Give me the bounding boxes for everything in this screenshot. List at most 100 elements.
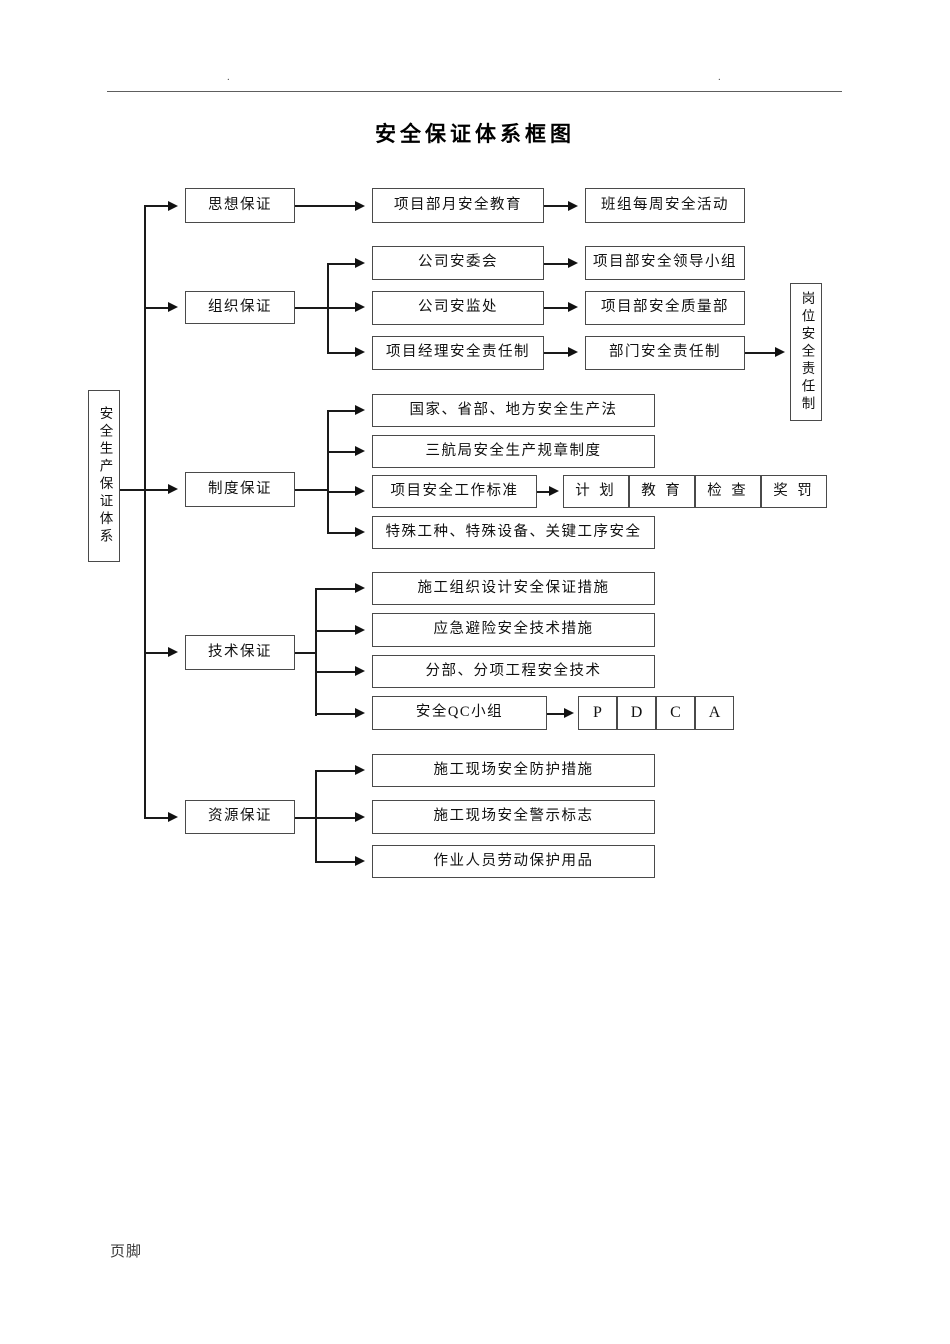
node-label: 三航局安全生产规章制度 [425,442,602,459]
link-2a [327,263,357,265]
link-2c2 [544,352,570,355]
branch-4-stem [144,652,170,654]
node-label: 计 划 [575,482,617,499]
link-2a2-arrow-icon [568,258,578,268]
node-label: 项目部安全领导小组 [593,254,737,271]
node-label: 奖 罚 [773,482,815,499]
node-label: D [630,704,643,722]
node-sub-division-project-safety-tech[interactable]: 分部、分项工程安全技术 [372,655,655,688]
node-label: 技术保证 [208,643,272,660]
node-pm-safety-responsibility[interactable]: 项目经理安全责任制 [372,336,544,370]
node-worker-labor-protection-supplies[interactable]: 作业人员劳动保护用品 [372,845,655,878]
page-footer: 页脚 [110,1244,143,1260]
node-reward-penalty-cell[interactable]: 奖 罚 [761,475,827,508]
link-5c-arrow-icon [355,856,365,866]
link-3a-arrow-icon [355,405,365,415]
node-label: 岗位安全责任制 [799,290,815,414]
node-department-safety-responsibility[interactable]: 部门安全责任制 [585,336,745,370]
node-inspection-cell[interactable]: 检 查 [695,475,761,508]
header-dot-left: . [227,71,230,83]
node-label: 制度保证 [208,480,272,497]
branch-2-arrow-icon [168,302,178,312]
link-5b-arrow-icon [355,812,365,822]
link-1a [295,205,357,208]
node-label: 国家、省部、地方安全生产法 [409,401,618,418]
link-4a-arrow-icon [355,583,365,593]
node-project-safety-work-standard[interactable]: 项目安全工作标准 [372,475,537,508]
node-company-safety-committee[interactable]: 公司安委会 [372,246,544,280]
node-system-guarantee[interactable]: 制度保证 [185,472,295,507]
node-special-work-equipment-process-safety[interactable]: 特殊工种、特殊设备、关键工序安全 [372,516,655,549]
node-pdca-d[interactable]: D [617,696,656,730]
node-label: C [670,704,681,722]
link-2c-arrow-icon [355,347,365,357]
node-resource-guarantee[interactable]: 资源保证 [185,800,295,834]
node-label: A [708,704,721,722]
node-post-safety-responsibility[interactable]: 岗位安全责任制 [790,283,822,421]
branch-3-arrow-icon [168,484,178,494]
node-label: 组织保证 [208,298,272,315]
link-2b2-arrow-icon [568,302,578,312]
node-company-safety-supervision[interactable]: 公司安监处 [372,291,544,325]
node-project-safety-leading-group[interactable]: 项目部安全领导小组 [585,246,745,280]
node-pdca-c[interactable]: C [656,696,695,730]
link-2c2-arrow-icon [568,347,578,357]
node-safety-qc-group[interactable]: 安全QC小组 [372,696,547,730]
node-plan-cell[interactable]: 计 划 [563,475,629,508]
node-weekly-team-safety-activity[interactable]: 班组每周安全活动 [585,188,745,223]
link-to-post-responsibility [745,352,777,355]
branch-4-fan-stem [295,652,317,654]
link-2a-arrow-icon [355,258,365,268]
node-label: 公司安委会 [418,254,498,271]
node-label: 施工组织设计安全保证措施 [417,579,610,596]
node-technical-guarantee[interactable]: 技术保证 [185,635,295,670]
node-sanhang-bureau-safety-regulations[interactable]: 三航局安全生产规章制度 [372,435,655,468]
node-label: 项目部安全质量部 [601,299,729,316]
node-emergency-evacuation-safety-measures[interactable]: 应急避险安全技术措施 [372,613,655,647]
link-4c [315,671,357,673]
node-thought-guarantee[interactable]: 思想保证 [185,188,295,223]
node-national-provincial-local-safety-law[interactable]: 国家、省部、地方安全生产法 [372,394,655,427]
header-rule [107,91,842,92]
node-construction-design-safety-measures[interactable]: 施工组织设计安全保证措施 [372,572,655,605]
node-site-safety-warning-signs[interactable]: 施工现场安全警示标志 [372,800,655,834]
branch-3-fan-spine [327,410,330,534]
node-education-cell[interactable]: 教 育 [629,475,695,508]
node-pdca-a[interactable]: A [695,696,734,730]
branch-3-stem [144,489,170,492]
link-4d-arrow-icon [355,708,365,718]
node-organization-guarantee[interactable]: 组织保证 [185,291,295,324]
node-pdca-p[interactable]: P [578,696,617,730]
node-label: 班组每周安全活动 [601,196,729,213]
node-label: 特殊工种、特殊设备、关键工序安全 [385,523,642,540]
link-4a [315,588,357,590]
node-label: 分部、分项工程安全技术 [425,662,602,679]
branch-2-fan-stem [295,307,329,309]
node-label: 安全QC小组 [415,704,504,721]
branch-4-arrow-icon [168,647,178,657]
link-1b [544,205,570,208]
link-3b [327,451,357,453]
node-monthly-safety-education[interactable]: 项目部月安全教育 [372,188,544,223]
link-4d2-arrow-icon [564,708,574,718]
page-title: 安全保证体系框图 [375,122,575,146]
link-1b-arrow-icon [568,200,578,211]
link-1a-arrow-icon [355,200,365,211]
node-label: 资源保证 [208,808,272,825]
node-label: 检 查 [707,482,749,499]
node-label: 项目安全工作标准 [390,482,519,499]
node-label: 部门安全责任制 [609,344,721,361]
link-2b2 [544,307,570,309]
node-label: 应急避险安全技术措施 [433,621,594,638]
branch-4-fan-spine [315,588,317,716]
link-4c-arrow-icon [355,666,365,676]
node-site-safety-protection-measures[interactable]: 施工现场安全防护措施 [372,754,655,787]
root-connector [120,489,160,492]
link-3c2-arrow-icon [549,486,559,496]
link-5c [315,861,357,863]
link-3d [327,532,357,535]
link-4d [315,713,357,715]
node-project-safety-quality-dept[interactable]: 项目部安全质量部 [585,291,745,325]
link-3b-arrow-icon [355,446,365,456]
branch-1-stem [144,205,170,208]
